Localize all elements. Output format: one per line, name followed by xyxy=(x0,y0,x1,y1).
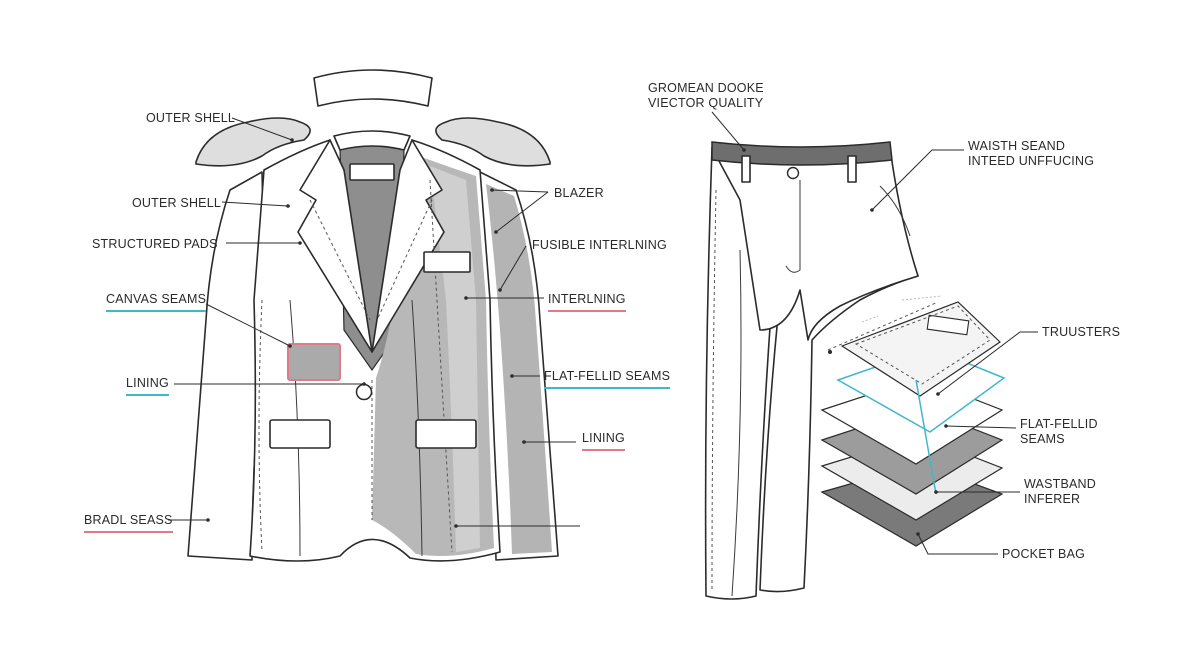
trouser-hip xyxy=(711,147,919,341)
lapel-right xyxy=(371,139,445,353)
label-waistband-line2: INFERER xyxy=(1024,492,1081,506)
label-blazer: BLAZER xyxy=(554,186,604,200)
collar-piece xyxy=(313,69,433,107)
label-canvas-seams: CANVAS SEAMS xyxy=(106,292,207,312)
shoulder-pad-left xyxy=(195,117,311,167)
label-waist-line2: INTEED UNFFUCING xyxy=(968,154,1095,168)
label-outer-shell-top: OUTER SHELL xyxy=(146,111,236,125)
label-outer-shell: OUTER SHELL xyxy=(132,196,222,210)
waistband xyxy=(711,141,893,166)
label-structured-pads: STRUCTURED PADS xyxy=(92,237,218,251)
label-interlining: INTERLNING xyxy=(548,292,626,312)
label-bradl-seass: BRADL SEASS xyxy=(84,513,173,533)
trousers xyxy=(704,141,919,600)
pocket-flap-left xyxy=(269,419,331,449)
label-flat-felled-line1: FLAT-FELLID xyxy=(1020,417,1098,431)
chest-pocket xyxy=(423,251,471,273)
pocket-flap-right xyxy=(415,419,477,449)
label-waist-line1: WAISTH SEAND xyxy=(968,139,1066,153)
label-waistband-line1: WASTBAND xyxy=(1024,477,1096,491)
waist-button xyxy=(786,166,800,180)
label-fusible-interlining: FUSIBLE INTERLNING xyxy=(532,238,667,252)
label-header-line2: VIECTOR QUALITY xyxy=(648,96,764,110)
label-trousers: TRUUSTERS xyxy=(1042,325,1121,339)
lapel-left xyxy=(297,139,373,353)
blazer-leaders xyxy=(168,117,580,528)
brand-label xyxy=(349,163,395,181)
jacket-button xyxy=(355,383,373,401)
collar-band xyxy=(333,130,411,151)
trousers-leaders xyxy=(711,111,1038,555)
label-flat-felled-line2: SEAMS xyxy=(1020,432,1065,446)
sleeve-right-shade xyxy=(486,184,552,554)
label-lining-right: LINING xyxy=(582,431,625,451)
pocket-window xyxy=(926,314,970,336)
fabric-stack xyxy=(820,295,1006,547)
label-lining-left: LINING xyxy=(126,376,169,396)
label-pocket-bag: POCKET BAG xyxy=(1002,547,1086,561)
label-header-line1: GROMEAN DOOKE xyxy=(648,81,764,95)
shoulder-pad-right xyxy=(435,117,551,167)
belt-loop-2 xyxy=(847,155,857,183)
label-flat-felled-seams: FLAT-FELLID SEAMS xyxy=(544,369,671,389)
blazer xyxy=(187,69,559,562)
belt-loop-1 xyxy=(741,155,751,183)
canvas-patch xyxy=(287,343,341,381)
